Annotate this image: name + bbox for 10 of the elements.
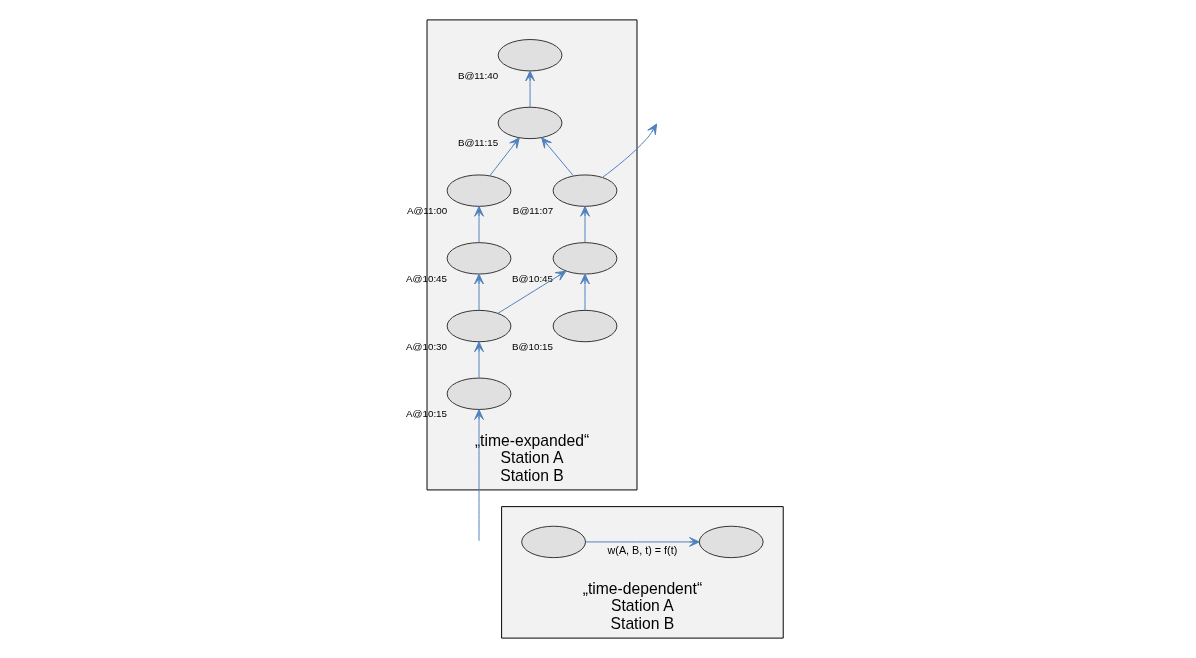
node-label: A@10:30	[405, 340, 447, 352]
node-label: A@11:00	[406, 205, 447, 217]
node-label: B@10:15	[511, 340, 553, 352]
node-label: B@11:07	[512, 205, 553, 217]
node-label: B@11:40	[457, 69, 498, 81]
node-label: B@10:45	[511, 272, 553, 284]
node-label: A@10:15	[405, 408, 447, 420]
node-label: A@10:45	[405, 272, 447, 284]
node-label: B@11:15	[457, 137, 498, 149]
edge-label: w(A, B, t) = f(t)	[607, 543, 677, 556]
